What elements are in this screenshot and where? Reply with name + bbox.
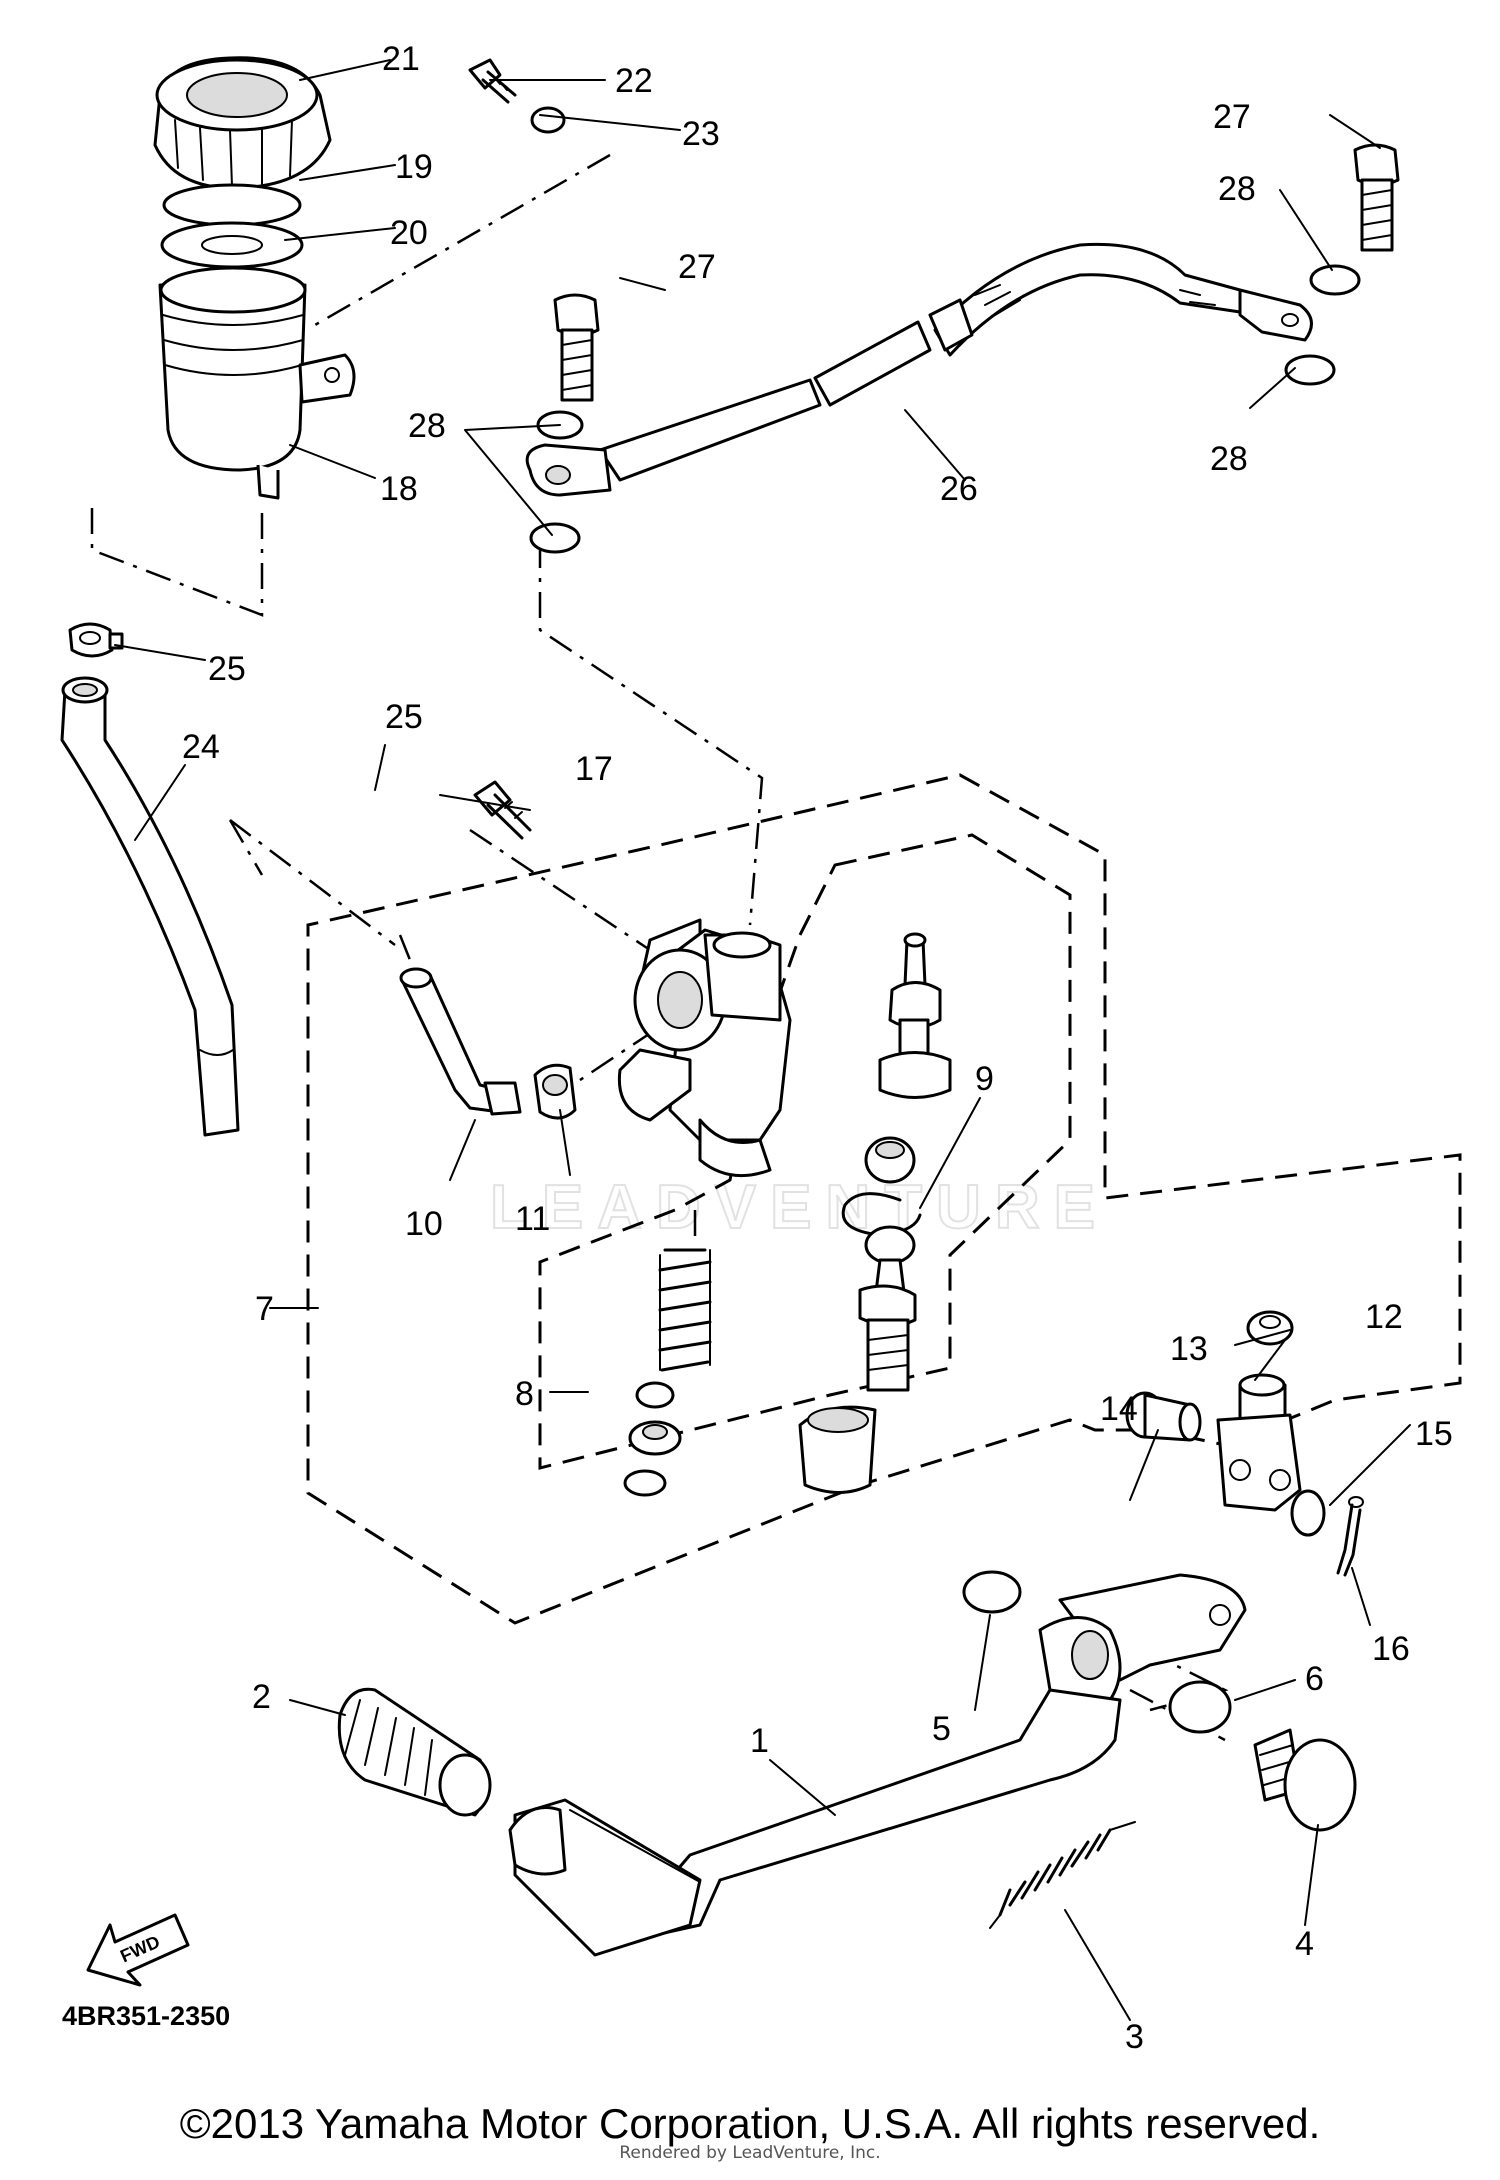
- rendered-by-note: Rendered by LeadVenture, Inc.: [619, 2143, 881, 2163]
- spring-8: [658, 1248, 712, 1372]
- callout-25a: 25: [208, 650, 246, 688]
- cotter-pin-16: [1336, 1496, 1364, 1577]
- callout-11: 11: [515, 1200, 550, 1238]
- group-outline-8: [538, 833, 1072, 1470]
- push-rod-assembly: [878, 932, 952, 1099]
- callout-27b: 27: [1213, 98, 1251, 136]
- washer-28b: [529, 522, 581, 554]
- reservoir-hose-24: [60, 676, 240, 1137]
- clevis-12: [1216, 1373, 1302, 1512]
- washer-28d: [1284, 354, 1336, 386]
- master-cylinder-body: [617, 918, 792, 1178]
- callout-14: 14: [1100, 1390, 1138, 1428]
- callout-27a: 27: [678, 248, 716, 286]
- callout-13: 13: [1170, 1330, 1208, 1368]
- callout-28a: 28: [408, 407, 446, 445]
- callout-leaders: [114, 59, 1411, 2021]
- circlip-9: [841, 1192, 922, 1237]
- seal-parts-8: [623, 1381, 682, 1497]
- grommet-11: [533, 1063, 577, 1120]
- cup-9: [864, 1136, 916, 1184]
- return-spring-3: [989, 1821, 1136, 1929]
- union-bolt-27b: [1353, 143, 1400, 252]
- callout-17: 17: [575, 750, 613, 788]
- callout-8: 8: [515, 1375, 534, 1413]
- callout-10: 10: [405, 1205, 443, 1243]
- callout-25b: 25: [385, 698, 423, 736]
- drawing-code: 4BR351-2350: [62, 2001, 230, 2031]
- nut-13: [1246, 1310, 1294, 1346]
- pin-14: [1125, 1391, 1202, 1442]
- callout-9: 9: [975, 1060, 994, 1098]
- callout-21: 21: [382, 40, 420, 78]
- brake-pedal-1: [508, 1573, 1247, 1957]
- reservoir-diaphragm: [160, 183, 304, 269]
- callout-5: 5: [932, 1710, 951, 1748]
- boot: [798, 1405, 877, 1494]
- hose-clamp: [68, 622, 124, 658]
- callout-1: 1: [750, 1722, 769, 1760]
- group-outline-7: [306, 773, 1462, 1625]
- union-bolt-27a: [553, 293, 600, 402]
- callout-18: 18: [380, 470, 418, 508]
- bolt-17: [473, 780, 532, 840]
- footpeg-rubber-2: [337, 1687, 492, 1817]
- watermark: LEADVENTURE: [490, 1173, 1109, 1242]
- callout-4: 4: [1295, 1925, 1314, 1963]
- hose-joint-10: [399, 967, 522, 1116]
- brake-hose-26: [525, 242, 1313, 497]
- washer-15: [1290, 1489, 1326, 1537]
- piston-8: [858, 1225, 917, 1392]
- washer-28c: [1309, 264, 1361, 296]
- copyright-notice: ©2013 Yamaha Motor Corporation, U.S.A. A…: [179, 2100, 1321, 2147]
- forward-arrow-icon: FWD: [86, 1913, 190, 1987]
- callout-22: 22: [615, 62, 653, 100]
- callout-24: 24: [182, 728, 220, 766]
- callout-28c: 28: [1218, 170, 1256, 208]
- washer-5: [962, 1570, 1022, 1614]
- callout-15: 15: [1415, 1415, 1453, 1453]
- callout-26: 26: [940, 470, 978, 508]
- reservoir-tank: [158, 266, 356, 500]
- callout-12: 12: [1365, 1298, 1403, 1336]
- callout-28d: 28: [1210, 440, 1248, 478]
- leader-lines: [90, 153, 1229, 1742]
- callout-6: 6: [1305, 1660, 1324, 1698]
- washer-23: [530, 106, 566, 134]
- washer-6: [1168, 1680, 1232, 1734]
- callout-19: 19: [395, 148, 433, 186]
- callout-20: 20: [390, 214, 428, 252]
- screw-22: [468, 58, 517, 104]
- callout-2: 2: [252, 1678, 271, 1716]
- callout-16: 16: [1372, 1630, 1410, 1668]
- pivot-bolt-4: [1253, 1728, 1357, 1832]
- callout-23: 23: [682, 115, 720, 153]
- callout-7: 7: [255, 1290, 274, 1328]
- callout-3: 3: [1125, 2018, 1144, 2056]
- reservoir-cap: [153, 56, 332, 190]
